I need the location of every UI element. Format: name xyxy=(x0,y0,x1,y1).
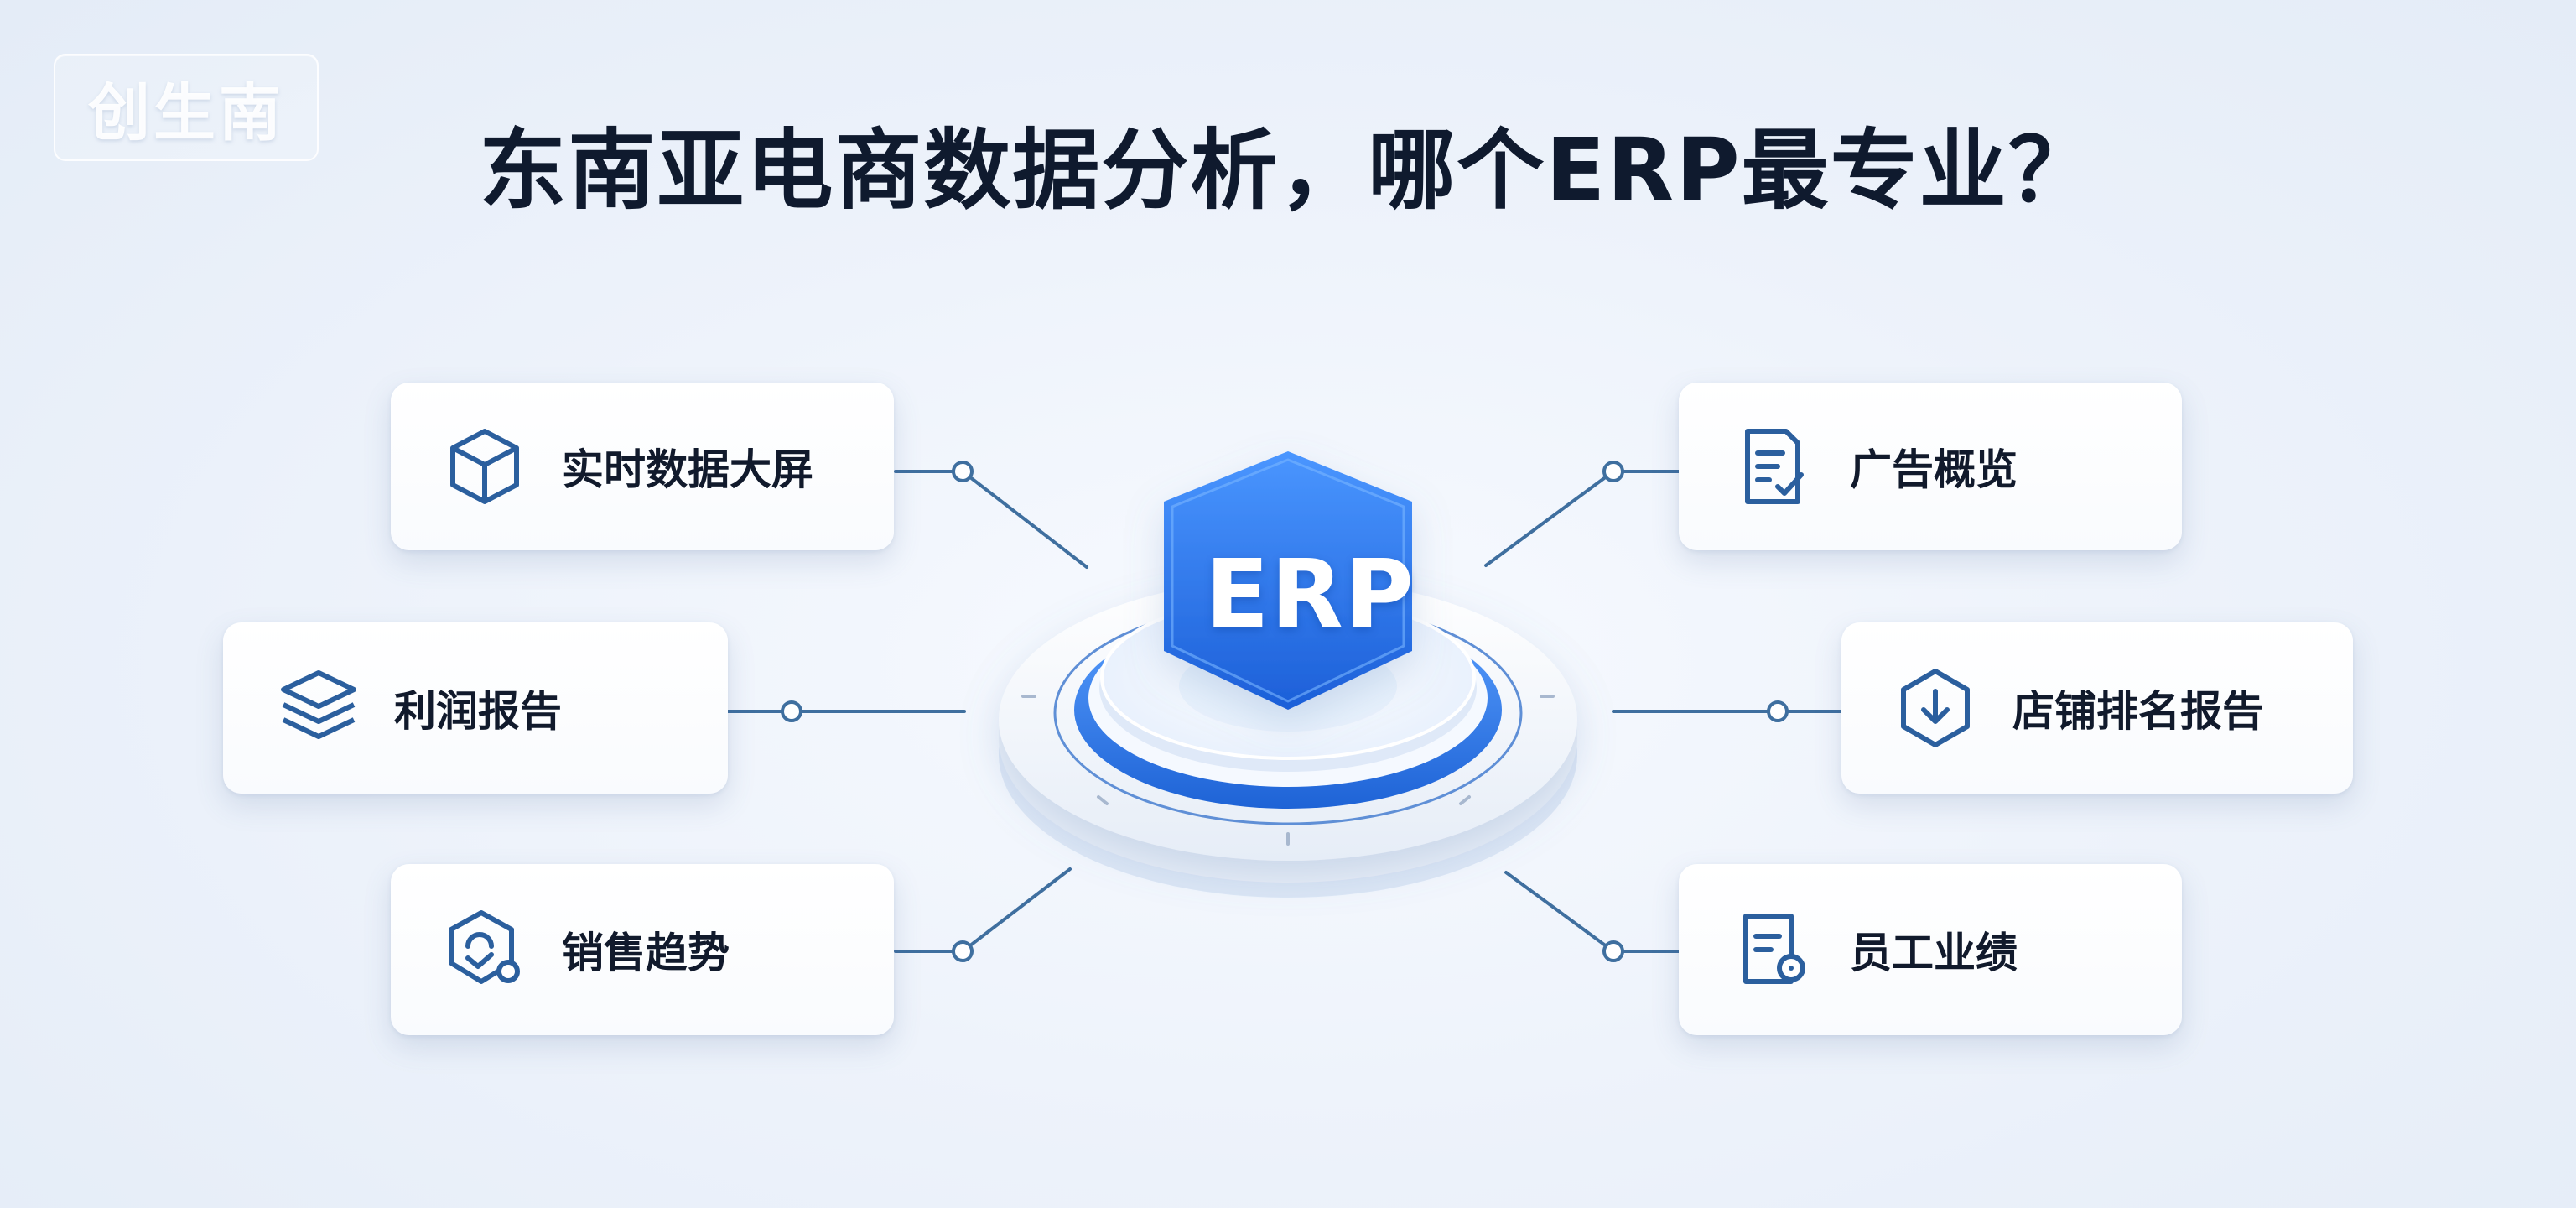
cube-icon xyxy=(450,429,519,504)
card-staff-performance[interactable]: 员工业绩 xyxy=(1679,864,2182,1035)
node-dot xyxy=(1767,700,1789,722)
layers-icon xyxy=(281,670,356,739)
brand-watermark: 创生南 xyxy=(54,54,319,161)
node-dot xyxy=(1602,461,1624,482)
node-dot xyxy=(952,940,974,962)
card-label: 员工业绩 xyxy=(1850,929,2018,977)
card-label: 广告概览 xyxy=(1850,445,2018,494)
document-badge-icon xyxy=(1743,914,1805,984)
card-shop-ranking[interactable]: 店铺排名报告 xyxy=(1841,622,2353,794)
card-profit-report[interactable]: 利润报告 xyxy=(223,622,728,794)
card-label: 销售趋势 xyxy=(562,929,730,977)
shield-download-icon xyxy=(1901,669,1970,747)
erp-hexagon xyxy=(1164,451,1412,710)
node-dot xyxy=(781,700,802,722)
node-dot xyxy=(952,461,974,482)
card-label: 实时数据大屏 xyxy=(562,445,813,494)
node-dot xyxy=(1602,940,1624,962)
document-edit-icon xyxy=(1745,429,1804,504)
erp-label: ERP xyxy=(1205,540,1415,649)
page-title: 东南亚电商数据分析，哪个ERP最专业？ xyxy=(479,119,2097,221)
badge-check-icon xyxy=(449,910,520,984)
card-ads-overview[interactable]: 广告概览 xyxy=(1679,383,2182,550)
card-sales-trend[interactable]: 销售趋势 xyxy=(391,864,894,1035)
card-realtime-dashboard[interactable]: 实时数据大屏 xyxy=(391,383,894,550)
card-label: 利润报告 xyxy=(394,687,562,736)
card-label: 店铺排名报告 xyxy=(2012,687,2264,736)
